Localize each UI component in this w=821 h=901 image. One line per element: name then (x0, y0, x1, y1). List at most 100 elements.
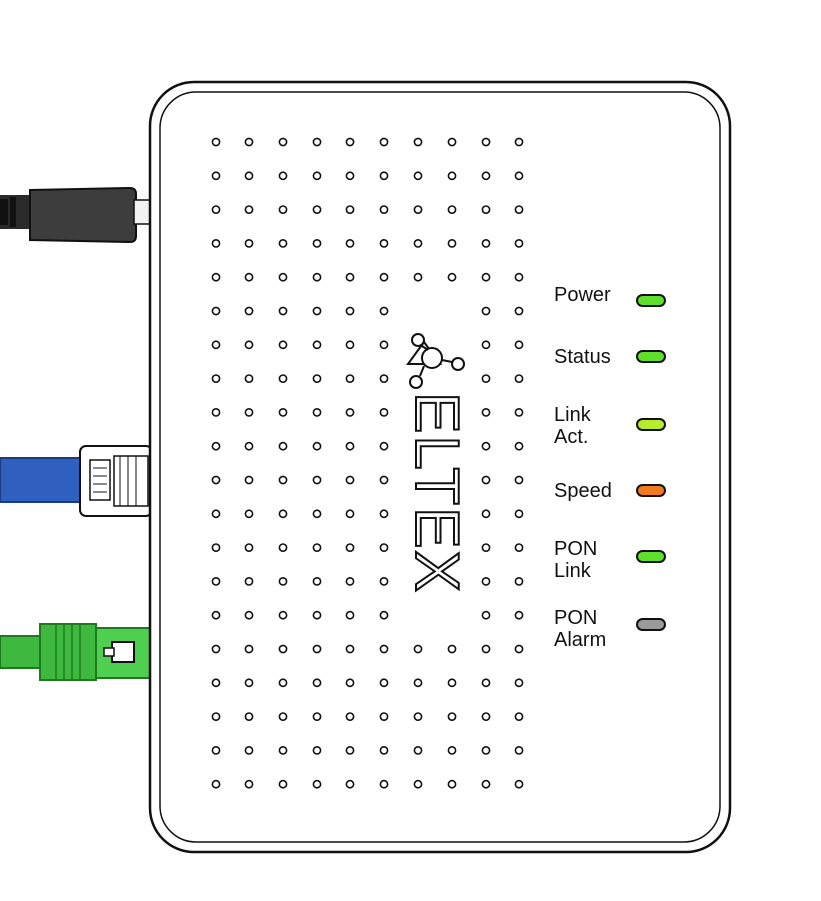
vent-hole (312, 712, 322, 721)
vent-hole (278, 678, 288, 688)
vent-hole (379, 509, 389, 519)
vent-hole (345, 407, 355, 417)
vent-hole (514, 272, 524, 282)
vent-hole (345, 137, 355, 147)
vent-hole (481, 272, 491, 282)
vent-hole (447, 678, 457, 688)
vent-hole (345, 441, 355, 451)
vent-hole (211, 374, 221, 383)
vent-hole (514, 171, 524, 181)
vent-hole (278, 610, 288, 620)
vent-hole (312, 306, 322, 316)
vent-hole (312, 374, 322, 383)
vent-hole (481, 340, 491, 350)
led-label: Status (554, 346, 611, 368)
optical-fiber-cable (0, 623, 153, 681)
vent-hole (244, 171, 254, 181)
led-indicator (636, 294, 666, 307)
vent-hole (312, 475, 322, 485)
power-cable (0, 186, 151, 244)
vent-hole (413, 272, 423, 282)
eltex-logo (406, 333, 465, 389)
vent-hole (345, 712, 355, 721)
vent-hole (345, 543, 355, 552)
vent-hole (345, 272, 355, 282)
vent-hole (514, 441, 524, 451)
vent-hole (514, 475, 524, 485)
vent-hole (211, 137, 221, 147)
vent-hole (481, 509, 491, 519)
vent-hole (244, 577, 254, 586)
vent-hole (211, 306, 221, 316)
vent-hole (278, 441, 288, 451)
vent-hole (312, 171, 322, 181)
led-indicator (636, 618, 666, 631)
vent-hole (379, 306, 389, 316)
vent-hole (312, 441, 322, 451)
vent-hole (514, 306, 524, 316)
vent-hole (278, 171, 288, 181)
vent-hole (244, 509, 254, 519)
vent-hole (312, 272, 322, 282)
vent-hole (514, 205, 524, 214)
led-indicator (636, 350, 666, 363)
vent-hole (244, 272, 254, 282)
vent-hole (211, 678, 221, 688)
vent-hole (413, 205, 423, 214)
vent-hole (244, 610, 254, 620)
vent-hole (413, 746, 423, 755)
vent-hole (413, 171, 423, 181)
vent-hole (379, 171, 389, 181)
led-indicator (636, 484, 666, 497)
vent-hole (211, 407, 221, 417)
vent-hole (244, 306, 254, 316)
vent-hole (211, 509, 221, 519)
vent-hole (312, 577, 322, 586)
vent-hole (345, 509, 355, 519)
vent-hole (379, 779, 389, 789)
vent-hole (379, 712, 389, 721)
vent-hole (447, 272, 457, 282)
vent-hole (379, 610, 389, 620)
vent-hole (379, 441, 389, 451)
vent-hole (514, 577, 524, 586)
vent-hole (379, 272, 389, 282)
vent-hole (379, 644, 389, 654)
vent-hole (278, 205, 288, 214)
vent-hole (278, 577, 288, 586)
ethernet-cable (0, 445, 153, 517)
vent-hole (244, 340, 254, 350)
vent-hole (379, 678, 389, 688)
vent-hole (345, 475, 355, 485)
vent-hole (481, 543, 491, 552)
vent-hole (244, 644, 254, 654)
vent-hole (278, 779, 288, 789)
vent-hole (481, 678, 491, 688)
vent-hole (345, 205, 355, 214)
vent-hole (244, 374, 254, 383)
vent-hole (514, 678, 524, 688)
vent-hole (244, 678, 254, 688)
vent-hole (345, 678, 355, 688)
vent-hole (345, 577, 355, 586)
vent-hole (514, 340, 524, 350)
vent-hole (447, 644, 457, 654)
vent-hole (244, 137, 254, 147)
vent-hole (514, 509, 524, 519)
vent-hole (244, 238, 254, 248)
vent-hole (211, 171, 221, 181)
vent-hole (345, 340, 355, 350)
ventilation-grid (211, 137, 524, 789)
vent-hole (379, 340, 389, 350)
led-label: Power (554, 284, 611, 306)
vent-hole (244, 543, 254, 552)
vent-hole (211, 543, 221, 552)
vent-hole (211, 712, 221, 721)
vent-hole (514, 137, 524, 147)
led-label: Speed (554, 480, 612, 502)
vent-hole (244, 441, 254, 451)
vent-hole (278, 272, 288, 282)
vent-hole (481, 205, 491, 214)
vent-hole (211, 577, 221, 586)
vent-hole (278, 543, 288, 552)
